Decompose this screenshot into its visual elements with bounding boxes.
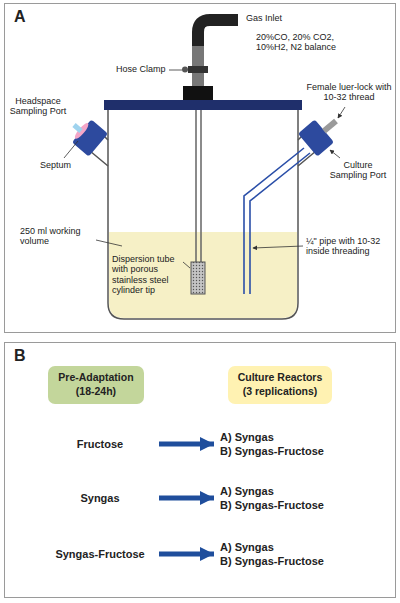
culture-liquid [109,232,297,318]
inlet-elbow [198,20,238,46]
leader-line [183,262,190,268]
callout-label: Female luer-lock with 10-32 thread [306,82,392,103]
porous-tip [191,262,205,294]
callout-label: Hose Clamp [116,64,166,74]
panel-letter: B [5,343,35,369]
culture-option: B) Syngas-Fructose [220,444,324,458]
condition-label: Syngas [44,489,156,507]
condition-text: Syngas-Fructose [48,548,152,560]
flow-arrow [159,552,214,557]
condition-label: Fructose [44,435,156,453]
stage-box: Pre-Adaptation(18-24h) [48,366,143,403]
stopper [183,86,213,100]
panel-frame: A [4,3,396,333]
headspace-cap [70,118,108,157]
box-text: (18-24h) [58,385,133,399]
reactor-list: A) SyngasB) Syngas-Fructose [217,428,327,461]
hose-clamp [188,66,208,73]
box-text: Culture Reactors [238,371,323,385]
bottle-wall [108,110,298,319]
condition-text: Fructose [48,438,152,450]
bottle-lid [104,100,302,110]
callout-label: Gas Inlet [246,13,282,23]
condition-label: Syngas-Fructose [44,545,156,563]
leader-arrow [330,150,340,158]
panel-letter: A [5,4,35,30]
culture-option: A) Syngas [220,430,324,444]
leader-arrow [338,107,345,118]
leader-line [96,240,122,246]
box-text: Pre-Adaptation [58,371,133,385]
callout-label: Culture Sampling Port [326,160,390,181]
dispersion-tube [196,110,201,262]
condition-text: Syngas [48,492,152,504]
leader-arrow [253,246,303,248]
luer-lock [324,121,336,131]
callout-label: Septum [40,160,71,170]
culture-option: A) Syngas [220,540,324,554]
callout-label: 20%CO, 20% CO2, 10%H2, N2 balance [256,32,344,53]
callout-label: Dispersion tube with porous stainless st… [112,254,184,295]
reactor-list: A) SyngasB) Syngas-Fructose [217,538,327,571]
callout-label: 250 ml working volume [20,226,94,247]
callout-label: Headspace Sampling Port [6,96,70,117]
culture-option: A) Syngas [220,484,324,498]
leader-line [169,70,182,71]
reactor-list: A) SyngasB) Syngas-Fructose [217,482,327,515]
syringe-port [74,125,81,131]
flow-arrow [159,442,214,447]
panel-frame: BPre-Adaptation(18-24h)Culture Reactors(… [4,342,396,598]
callout-label: ¼" pipe with 10-32 inside threading [306,236,392,257]
clamp-screw [182,67,188,73]
sampling-pipe [244,148,310,294]
culture-option: B) Syngas-Fructose [220,554,324,568]
box-text: (3 replications) [238,385,323,399]
flow-arrow [159,496,214,501]
inlet-tube [192,44,204,86]
stage-box: Culture Reactors(3 replications) [228,366,333,403]
culture-option: B) Syngas-Fructose [220,498,324,512]
leader-line [64,141,78,158]
